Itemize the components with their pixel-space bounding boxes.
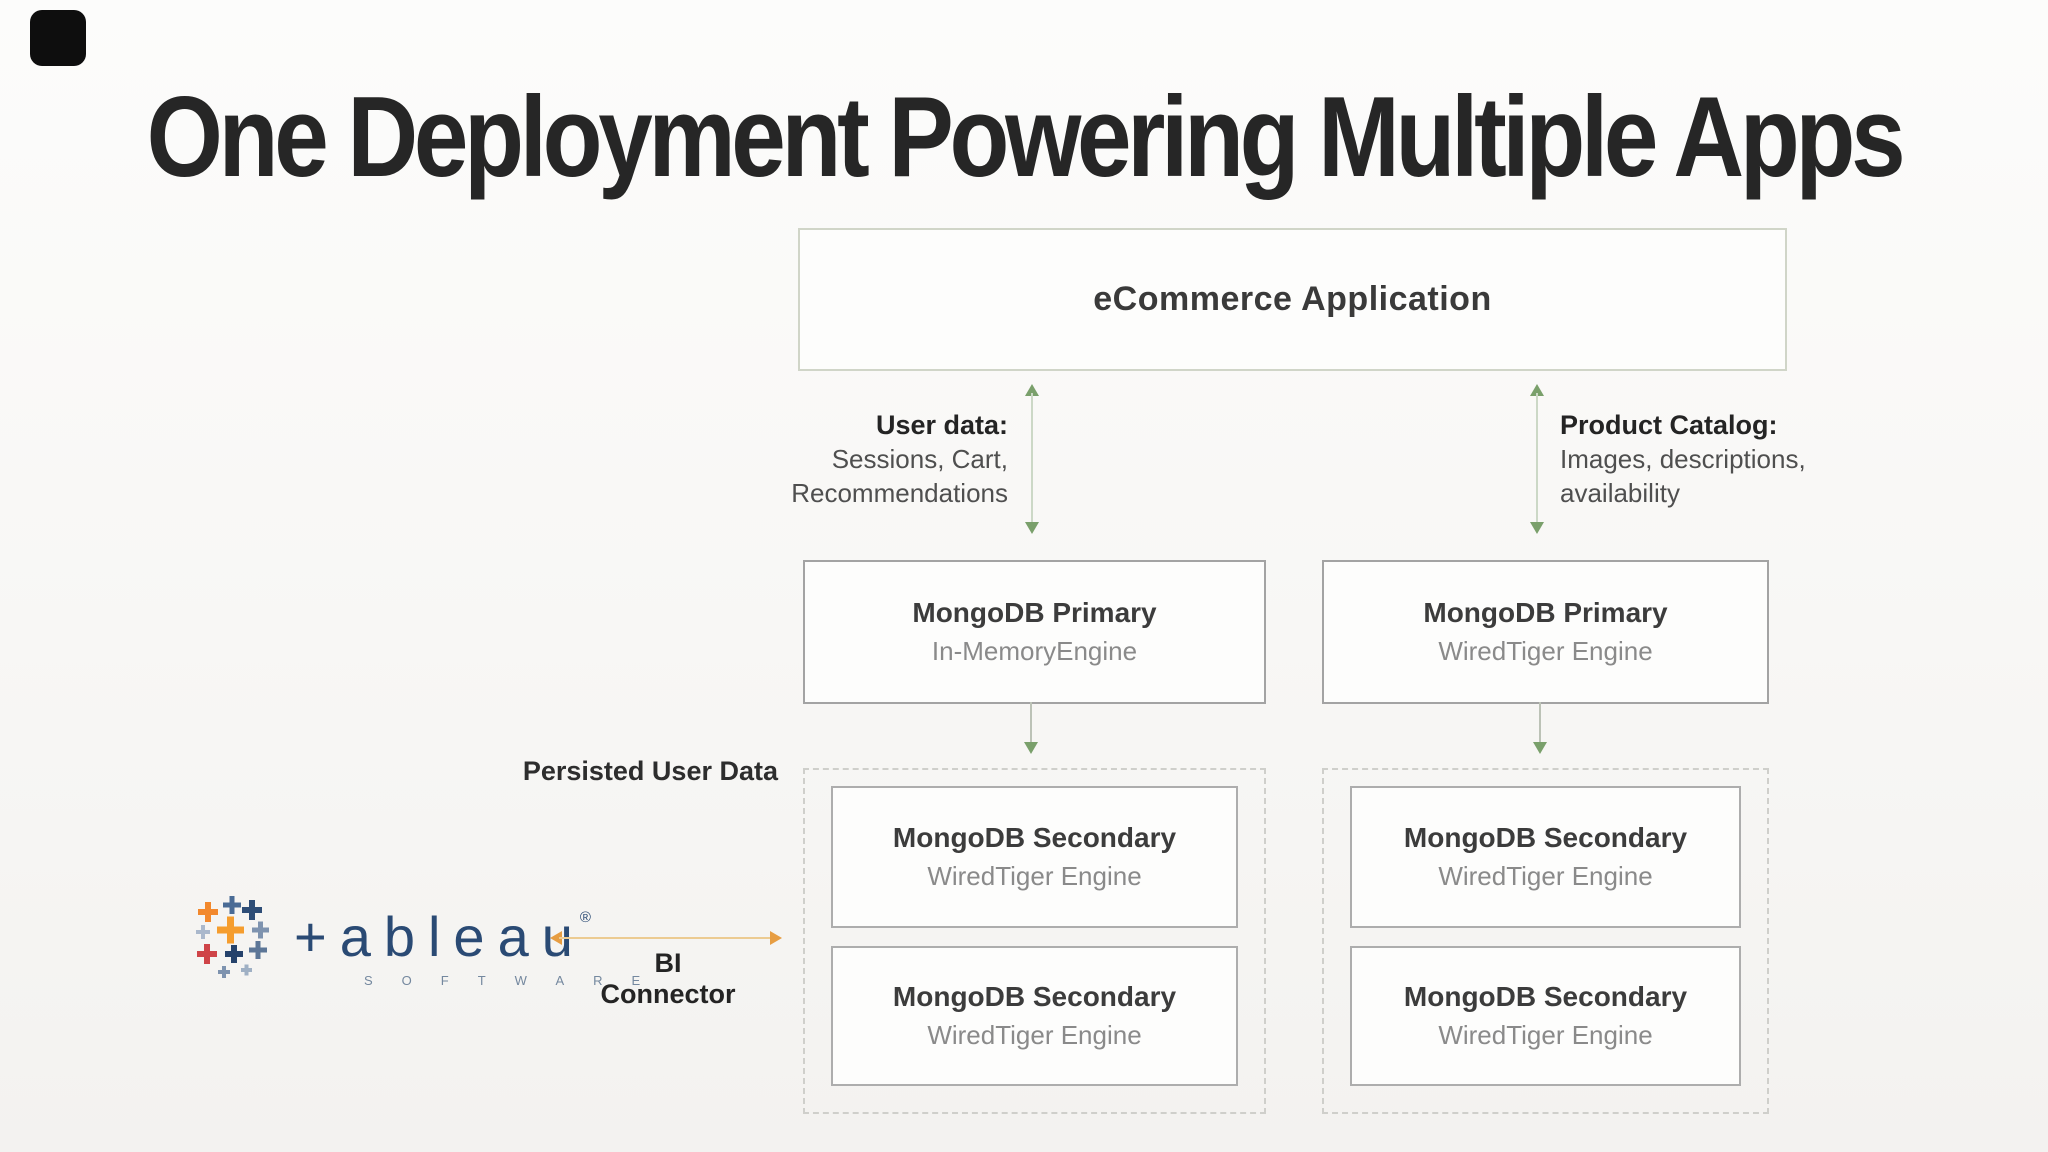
tableau-wordmark-wrap: +ableau® SOFTWARE (294, 904, 669, 988)
bi-connector-arrow-icon (550, 931, 782, 945)
arrow-left-icon (550, 931, 562, 945)
arrow-down-icon (1024, 742, 1038, 754)
replication-arrow-right-icon (1533, 702, 1547, 754)
node-title: MongoDB Secondary (1403, 822, 1688, 853)
product-catalog-flow-arrow-icon (1530, 384, 1544, 534)
arrow-up-icon (1025, 384, 1039, 396)
mongodb-primary-wiredtiger-node: MongoDB Primary WiredTiger Engine (1322, 560, 1769, 704)
arrow-down-icon (1533, 742, 1547, 754)
product-catalog-line1: Images, descriptions, (1560, 444, 1806, 474)
bi-connector-label: BI Connector (600, 948, 736, 1009)
node-title: MongoDB Primary (912, 597, 1157, 628)
mongodb-secondary-node: MongoDB Secondary WiredTiger Engine (1350, 946, 1741, 1086)
persisted-user-data-group: MongoDB Secondary WiredTiger Engine Mong… (803, 768, 1266, 1114)
mongodb-secondary-node: MongoDB Secondary WiredTiger Engine (831, 786, 1238, 928)
arrow-shaft (1539, 702, 1541, 744)
node-engine: WiredTiger Engine (927, 861, 1142, 891)
node-title: MongoDB Secondary (1403, 981, 1688, 1012)
page-title: One Deployment Powering Multiple Apps (146, 74, 1906, 201)
user-data-line1: Sessions, Cart, (831, 444, 1008, 474)
persisted-user-data-label: Persisted User Data (522, 756, 778, 786)
node-engine: WiredTiger Engine (1438, 1020, 1653, 1050)
ecommerce-application-label: eCommerce Application (1093, 280, 1492, 318)
product-catalog-label: Product Catalog: Images, descriptions, a… (1560, 408, 1890, 510)
tableau-logo-icon (196, 896, 269, 978)
product-catalog-line2: availability (1560, 478, 1680, 508)
node-title: MongoDB Primary (1423, 597, 1668, 628)
node-engine: In-MemoryEngine (931, 636, 1138, 666)
product-catalog-heading: Product Catalog: (1560, 410, 1778, 440)
arrow-shaft (1031, 393, 1033, 525)
user-data-heading: User data: (875, 410, 1008, 440)
tableau-wordmark: +ableau (294, 905, 586, 968)
arrow-right-icon (770, 931, 782, 945)
node-engine: WiredTiger Engine (1438, 861, 1653, 891)
replication-arrow-left-icon (1024, 702, 1038, 754)
node-engine: WiredTiger Engine (927, 1020, 1142, 1050)
tableau-logo: +ableau® SOFTWARE (196, 896, 669, 988)
mongodb-secondary-node: MongoDB Secondary WiredTiger Engine (1350, 786, 1741, 928)
node-title: MongoDB Secondary (892, 981, 1177, 1012)
product-catalog-secondary-group: MongoDB Secondary WiredTiger Engine Mong… (1322, 768, 1769, 1114)
registered-mark: ® (579, 909, 591, 926)
arrow-down-icon (1530, 522, 1544, 534)
node-title: MongoDB Secondary (892, 822, 1177, 853)
tableau-software-label: SOFTWARE (364, 973, 670, 988)
arrow-shaft (559, 937, 773, 939)
arrow-down-icon (1025, 522, 1039, 534)
mongodb-primary-inmemory-node: MongoDB Primary In-MemoryEngine (803, 560, 1266, 704)
arrow-up-icon (1530, 384, 1544, 396)
corner-mark (30, 10, 86, 66)
mongodb-secondary-node: MongoDB Secondary WiredTiger Engine (831, 946, 1238, 1086)
user-data-flow-arrow-icon (1025, 384, 1039, 534)
user-data-line2: Recommendations (791, 478, 1008, 508)
user-data-label: User data: Sessions, Cart, Recommendatio… (700, 408, 1008, 510)
arrow-shaft (1536, 393, 1538, 525)
node-engine: WiredTiger Engine (1438, 636, 1653, 666)
ecommerce-application-node: eCommerce Application (798, 228, 1787, 371)
arrow-shaft (1030, 702, 1032, 744)
